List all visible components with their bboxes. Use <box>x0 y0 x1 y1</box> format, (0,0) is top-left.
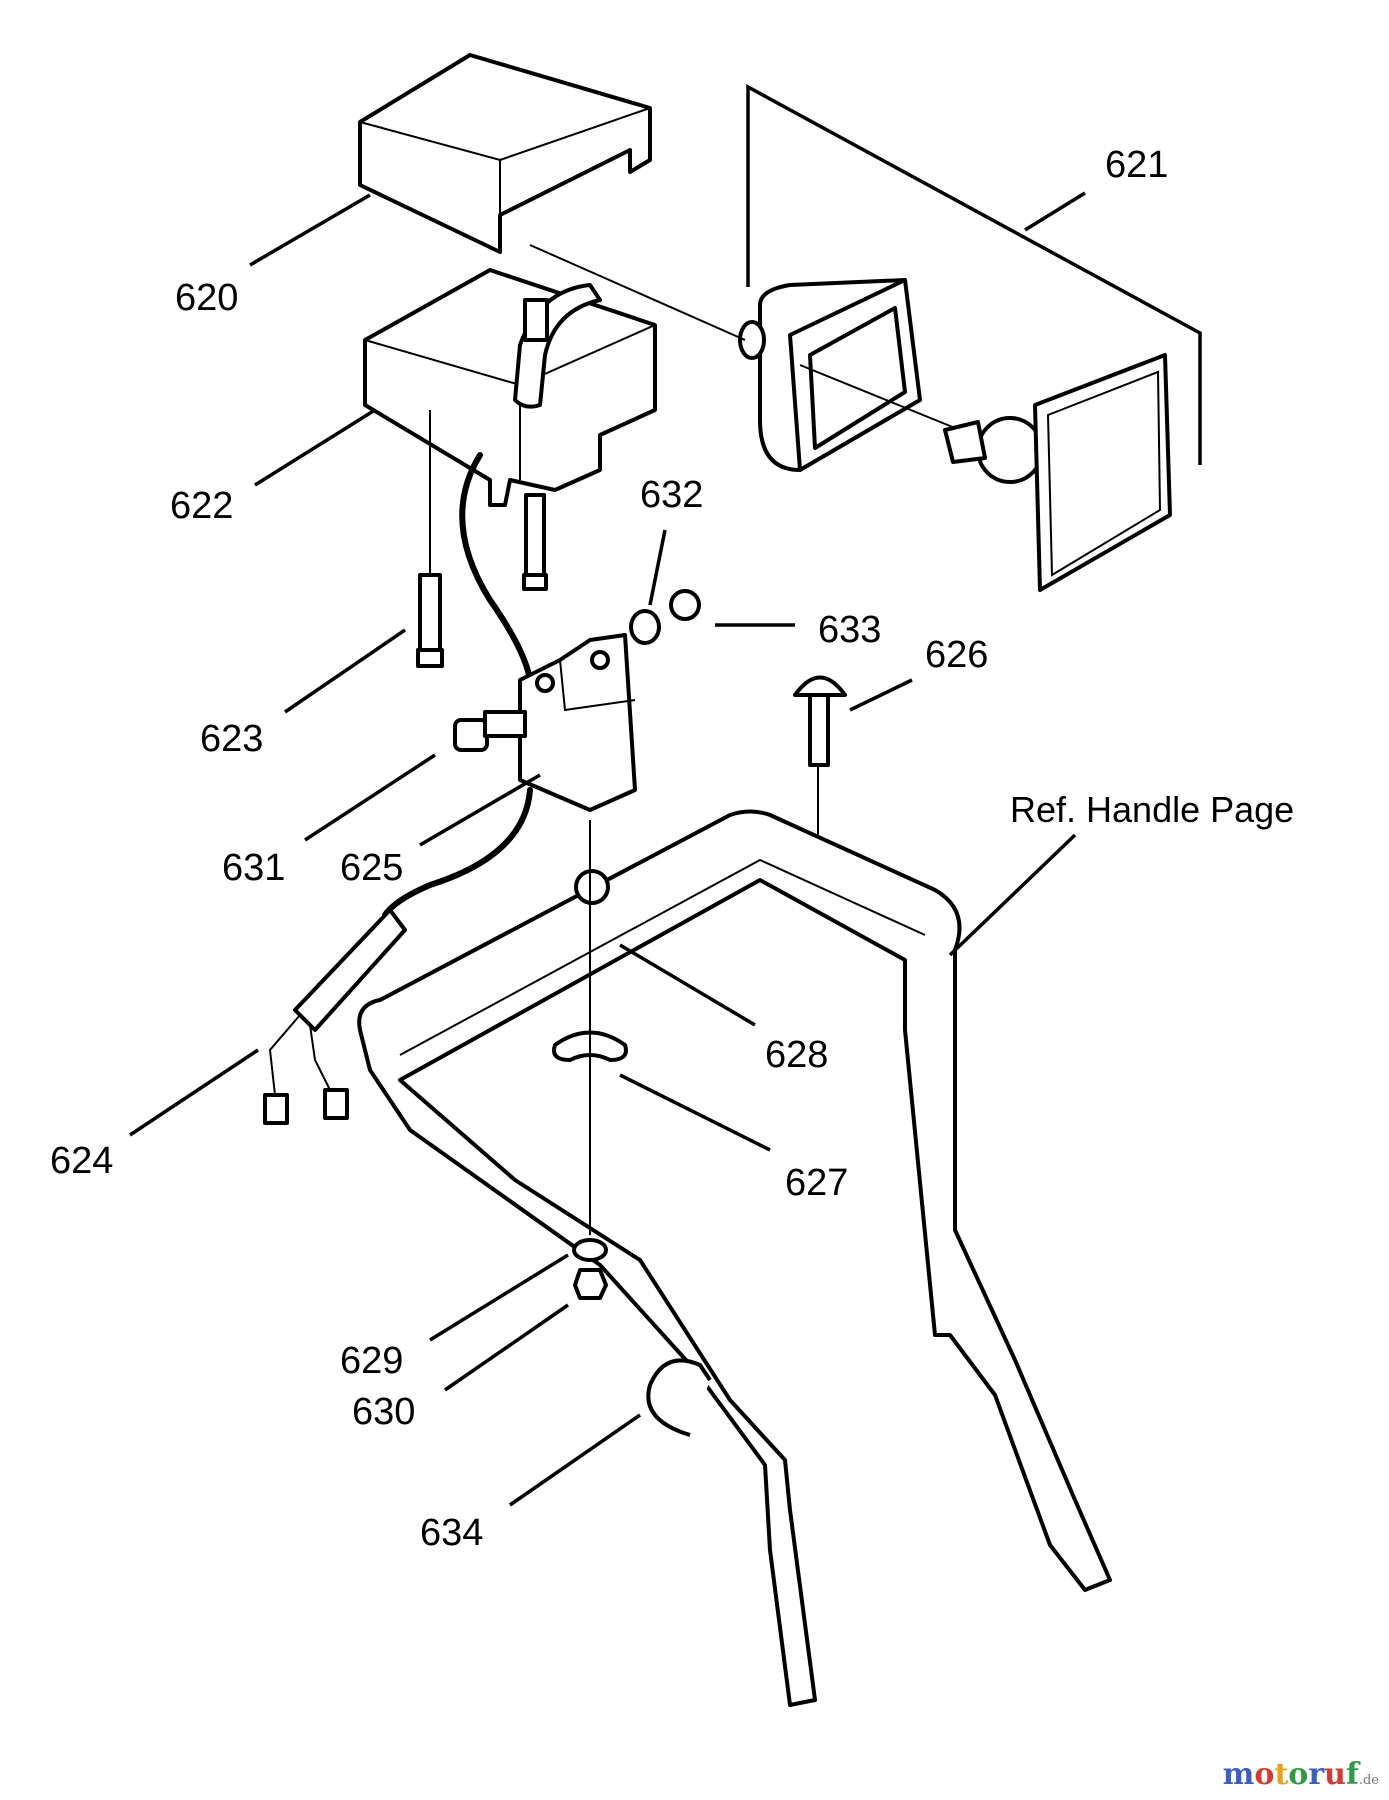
leader-lines <box>129 191 1086 1507</box>
label-629: 629 <box>340 1340 403 1382</box>
label-626: 626 <box>925 634 988 676</box>
part-620-cover <box>358 53 652 254</box>
label-628: 628 <box>765 1034 828 1076</box>
label-631: 631 <box>222 847 285 889</box>
part-623-bolts <box>416 410 548 668</box>
watermark-letter: o <box>1254 1757 1275 1792</box>
label-622: 622 <box>170 485 233 527</box>
part-624-wire-harness <box>263 452 533 1125</box>
watermark-suffix: .de <box>1358 1773 1379 1788</box>
watermark-letter: f <box>1345 1757 1359 1792</box>
label-624: 624 <box>50 1140 113 1182</box>
watermark-letter: o <box>1288 1757 1309 1792</box>
label-ref-handle-page: Ref. Handle Page <box>1010 789 1294 830</box>
watermark-letter: r <box>1308 1757 1325 1792</box>
label-621: 621 <box>1105 144 1168 186</box>
part-625-bracket <box>518 633 637 812</box>
watermark-letter: m <box>1222 1757 1255 1792</box>
part-630-nut <box>573 1268 608 1300</box>
part-628-star-washer <box>574 869 610 905</box>
label-623: 623 <box>200 718 263 760</box>
part-621-headlamp <box>529 84 1202 592</box>
label-633: 633 <box>818 609 881 651</box>
part-632-washer <box>629 609 661 645</box>
watermark-logo: motoruf.de <box>1223 1757 1379 1792</box>
part-629-washer <box>572 1238 608 1262</box>
watermark-brand: motoruf <box>1223 1757 1359 1792</box>
label-627: 627 <box>785 1162 848 1204</box>
label-625: 625 <box>340 847 403 889</box>
label-620: 620 <box>175 277 238 319</box>
watermark-letter: t <box>1274 1757 1289 1792</box>
part-626-carriage-bolt <box>793 675 847 860</box>
part-622-housing <box>363 268 657 507</box>
watermark-letter: u <box>1324 1757 1346 1792</box>
part-631-bolt <box>453 710 527 752</box>
label-632: 632 <box>640 474 703 516</box>
label-630: 630 <box>352 1391 415 1433</box>
part-633-nut <box>669 589 701 621</box>
handle-frame <box>357 809 1112 1707</box>
label-634: 634 <box>420 1512 483 1554</box>
part-634-clip <box>646 1358 712 1437</box>
part-627-spacer <box>552 820 628 1235</box>
